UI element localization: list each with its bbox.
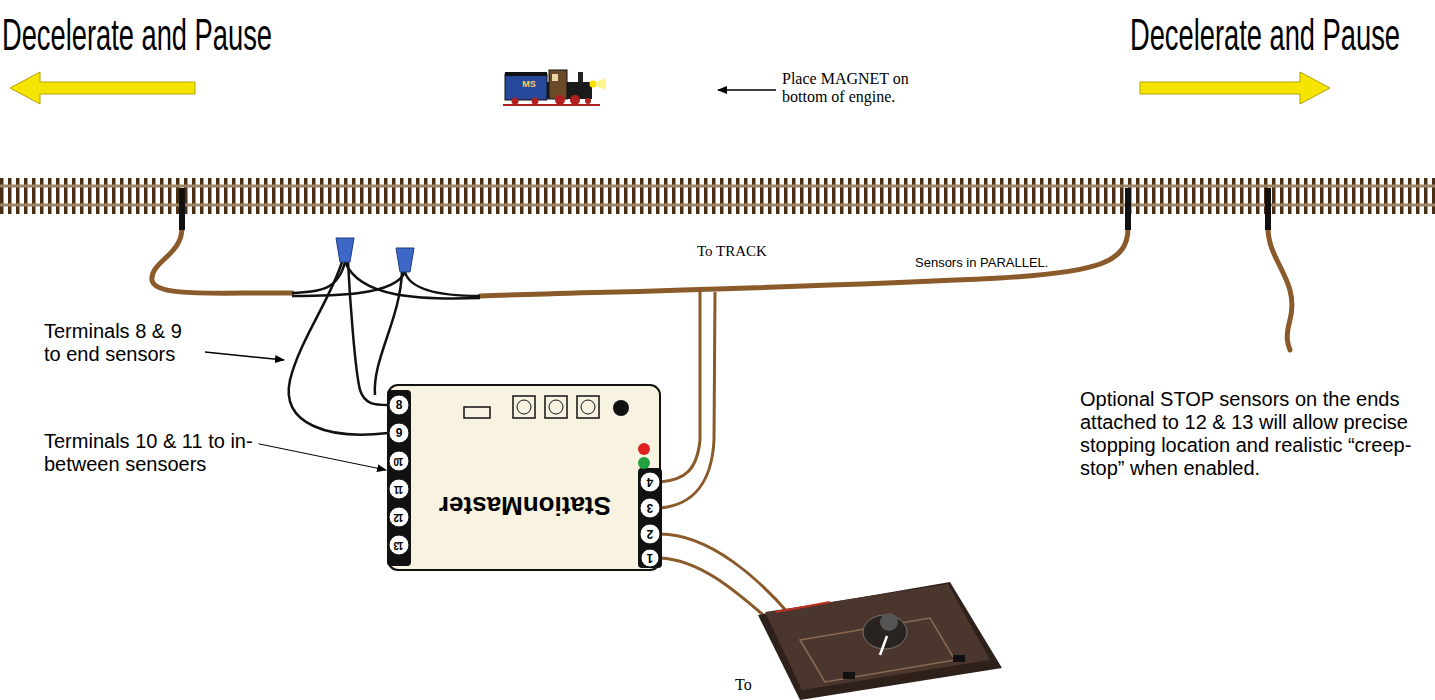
terminal-number: 3 [640,500,660,516]
sensor [179,188,1271,230]
direction-arrow [10,72,195,104]
terminal-number: 2 [640,526,660,542]
magnet-note: Place MAGNET on bottom of engine. [782,70,942,107]
engine-lettering: MS [518,79,540,89]
wire-nut [336,238,414,272]
leader-arrow [718,89,776,91]
leader-line [259,444,386,470]
track-wire [660,292,790,625]
terminal-number: 1 [640,550,660,566]
terminal-note: Terminals 8 & 9 to end sensors [44,320,204,366]
power-pack [758,582,1002,700]
track [0,178,1435,214]
parallel-note: Sensors in PARALLEL. [915,256,1095,271]
terminal-number: 10 [389,453,409,469]
heading-note: Decelerate and Pause [1130,10,1316,61]
engine [503,70,606,105]
direction-arrow [1140,72,1330,104]
module-box: StationMaster [420,470,630,540]
terminal-number: 12 [389,509,409,525]
stationmaster-module [387,385,662,570]
terminal-number: 4 [640,474,660,490]
leader-arrow [205,352,284,360]
cut-off-note: To [735,676,775,694]
heading-note: Decelerate and Pause [2,10,188,61]
sensor-wire [152,228,1292,350]
terminal-note: Terminals 10 & 11 to in-between sensoers [44,430,294,476]
track-note: To TRACK [697,243,777,260]
terminal-number: 13 [389,537,409,553]
terminal-number: 8 [389,397,409,413]
stop-sensor-note: Optional STOP sensors on the ends attach… [1080,388,1420,480]
module-name: StationMaster [439,490,611,521]
terminal-number: 9 [389,425,409,441]
terminal-number: 11 [389,481,409,497]
